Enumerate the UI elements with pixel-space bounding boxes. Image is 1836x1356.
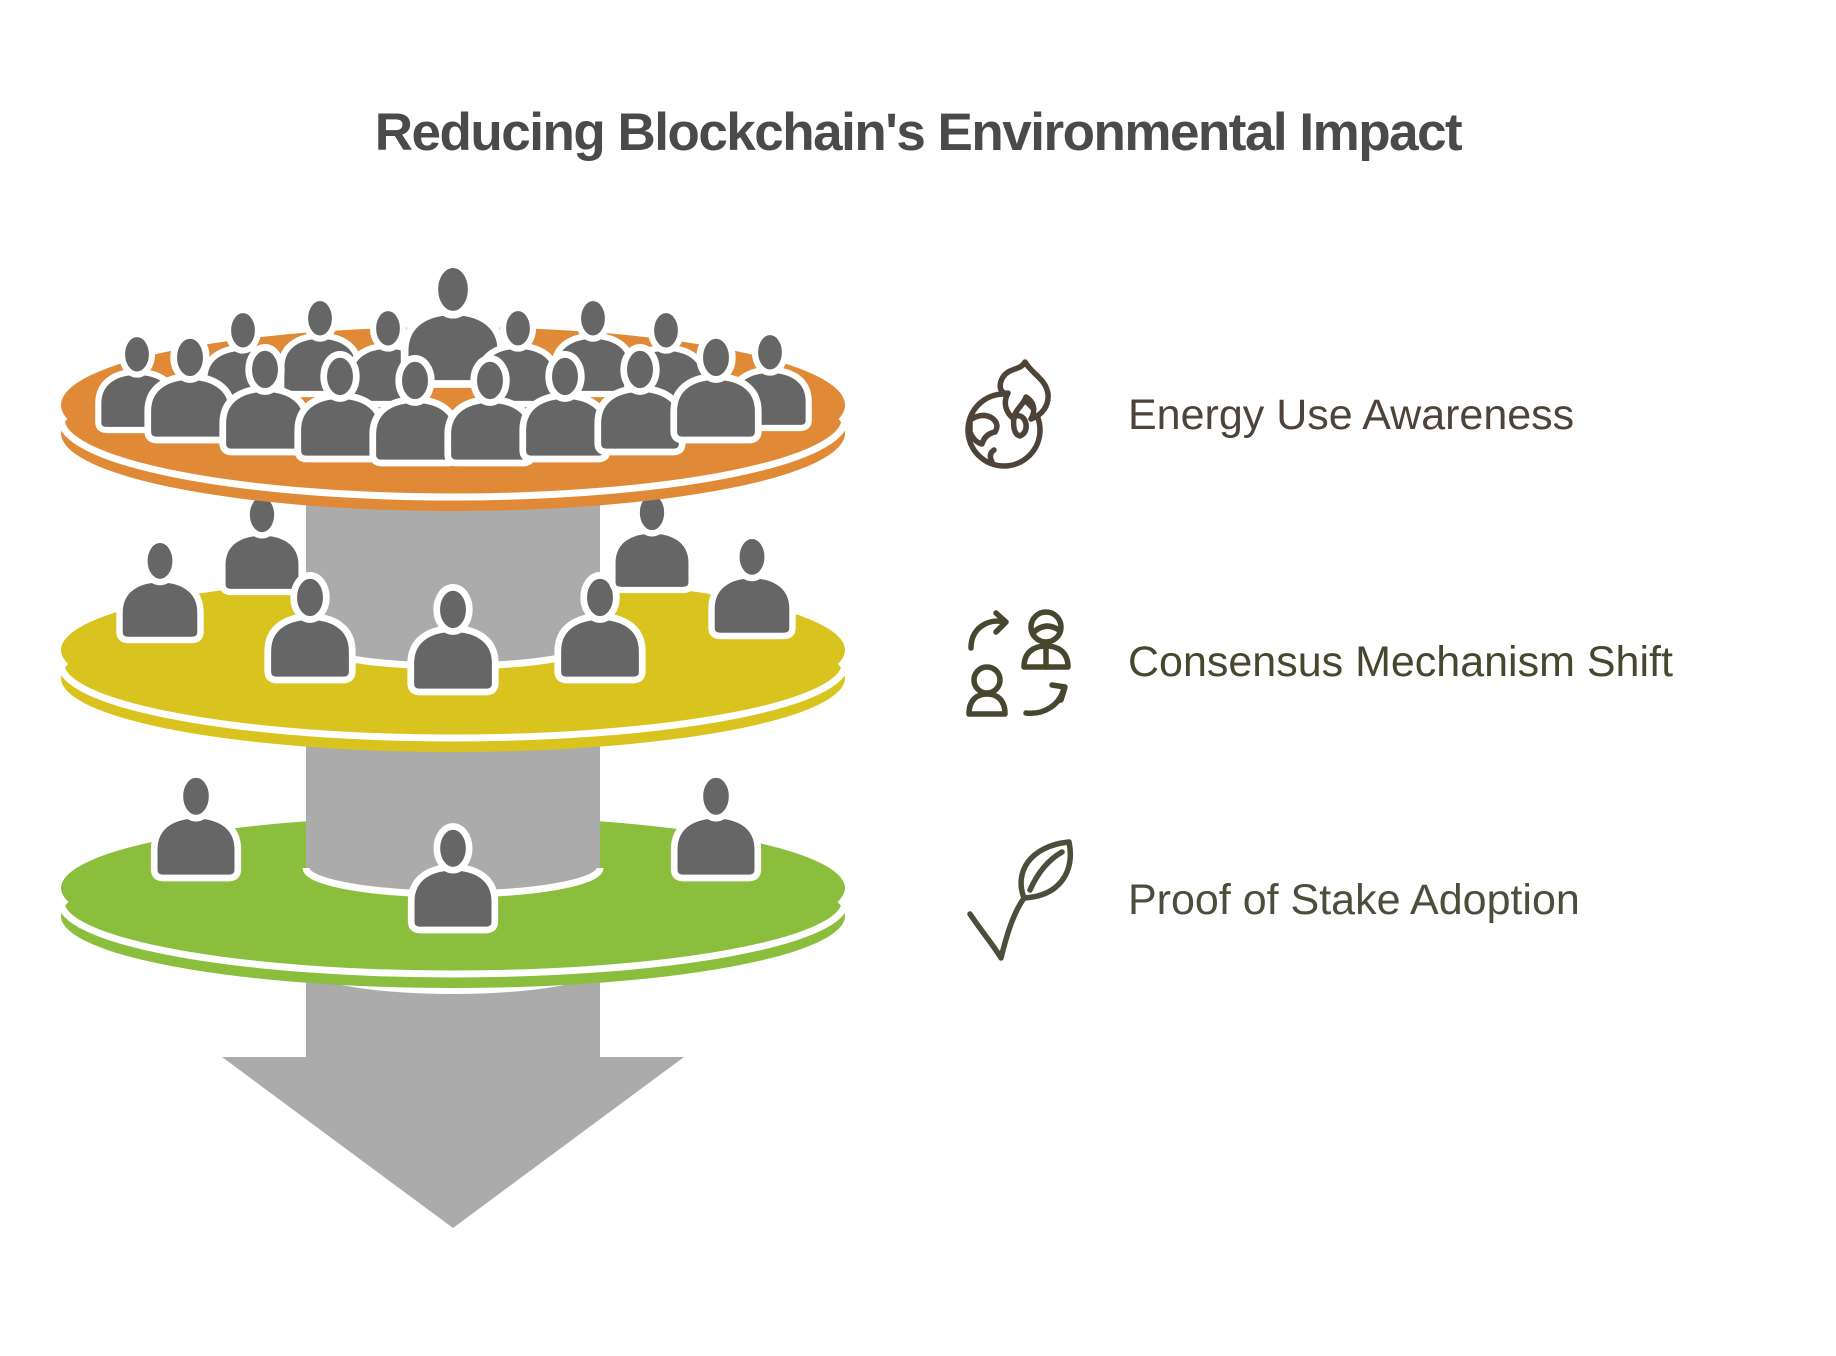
legend-label-consensus: Consensus Mechanism Shift (1128, 637, 1673, 686)
legend-row-pos: Proof of Stake Adoption (962, 830, 1580, 970)
legend-label-energy: Energy Use Awareness (1128, 390, 1575, 439)
leaf-icon (962, 830, 1084, 970)
person-figure (154, 774, 238, 878)
legend-label-pos: Proof of Stake Adoption (1128, 875, 1580, 924)
person-figure (712, 536, 793, 636)
globe-fire-icon (962, 345, 1084, 485)
person-figure (222, 494, 301, 592)
legend-row-energy: Energy Use Awareness (962, 345, 1574, 485)
funnel-arrow (222, 968, 684, 1228)
person-figure (120, 540, 201, 640)
page-title: Reducing Blockchain's Environmental Impa… (374, 103, 1463, 162)
people-exchange-icon (962, 592, 1084, 732)
people-energy (98, 264, 808, 463)
person-figure (612, 492, 691, 590)
person-figure (674, 774, 758, 878)
legend-row-consensus: Consensus Mechanism Shift (962, 592, 1673, 732)
